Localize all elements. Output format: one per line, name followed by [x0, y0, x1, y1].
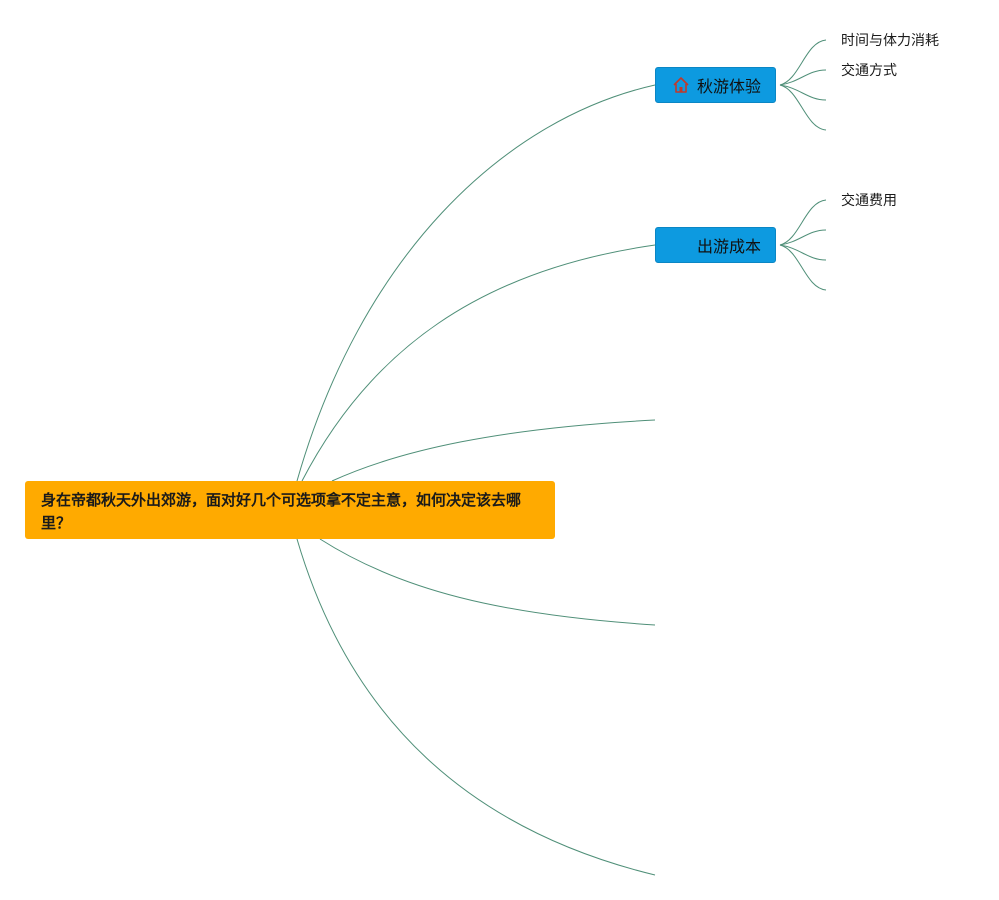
link-root-branch-2: [301, 244, 656, 482]
link-branch-1-child-1: [779, 39, 827, 86]
link-root-branch-4: [319, 538, 656, 626]
link-branch-2-child-1: [779, 199, 827, 246]
link-branch-1-child-2: [779, 69, 827, 86]
subtopic-transport-cost[interactable]: 交通费用: [841, 193, 897, 209]
root-topic-label: 身在帝都秋天外出郊游，面对好几个可选项拿不定主意，如何决定该去哪里？: [41, 491, 522, 532]
link-root-branch-1: [296, 84, 656, 482]
home-icon: [671, 75, 691, 95]
subtopic-time-energy[interactable]: 时间与体力消耗: [841, 33, 939, 49]
link-branch-2-child-4: [779, 244, 827, 291]
link-branch-1-child-4: [779, 84, 827, 131]
link-root-branch-5: [296, 538, 656, 876]
branch-topic-travel-cost[interactable]: 出游成本: [655, 227, 776, 263]
link-branch-2-child-2: [779, 229, 827, 246]
subtopic-transport-mode[interactable]: 交通方式: [841, 63, 897, 79]
link-branch-1-child-3: [779, 84, 827, 101]
branch-topic-label: 秋游体验: [696, 77, 761, 96]
branch-topic-autumn-experience[interactable]: 秋游体验: [655, 67, 776, 103]
root-topic[interactable]: 身在帝都秋天外出郊游，面对好几个可选项拿不定主意，如何决定该去哪里？: [25, 481, 555, 539]
link-root-branch-3: [331, 419, 656, 482]
link-branch-2-child-3: [779, 244, 827, 261]
branch-topic-label: 出游成本: [696, 237, 761, 256]
